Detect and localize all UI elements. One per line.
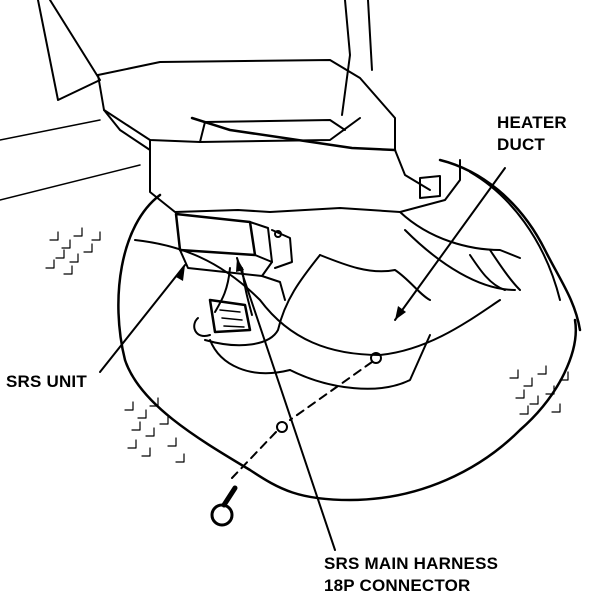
console-armrest (97, 59, 461, 213)
heater-duct-leader (394, 167, 506, 321)
heater-duct (204, 211, 521, 390)
srs-unit-arrowhead (176, 265, 185, 281)
carpet-texture (45, 227, 569, 463)
seat-back (0, 0, 373, 201)
harness-connector-label: SRS MAIN HARNESS 18P CONNECTOR (324, 553, 498, 597)
heater-duct-label-line2: DUCT (497, 135, 546, 154)
harness-leader (236, 257, 336, 551)
harness-label-line2: 18P CONNECTOR (324, 576, 471, 595)
srs-unit-leader (99, 264, 186, 373)
srs-unit-label: SRS UNIT (6, 372, 87, 391)
leader-lines (99, 167, 506, 551)
mounting-hardware (210, 352, 382, 527)
heater-duct-label-line1: HEATER (497, 113, 567, 132)
harness-arrowhead (236, 258, 244, 272)
harness-label-line1: SRS MAIN HARNESS (324, 554, 499, 573)
srs-unit-box (174, 212, 293, 301)
heater-duct-label: HEATER DUCT (497, 112, 567, 156)
leader-arrowheads (176, 258, 406, 320)
heater-duct-arrowhead (395, 306, 406, 320)
floor-carpet (117, 158, 582, 502)
